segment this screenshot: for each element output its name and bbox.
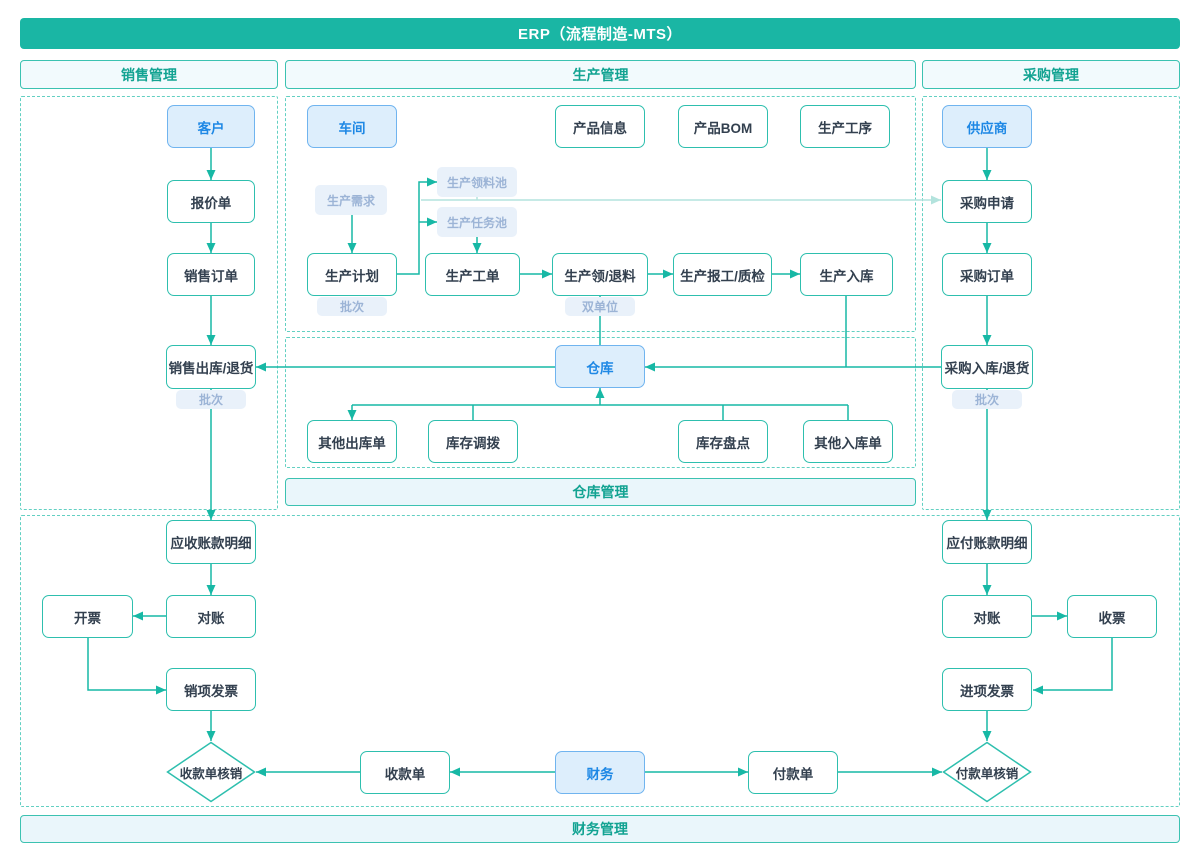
node-other-outbound: 其他出库单 — [307, 420, 397, 463]
diagram-title: ERP（流程制造-MTS） — [20, 18, 1180, 49]
diamond-shape — [942, 741, 1032, 803]
node-purchase-order: 采购订单 — [942, 253, 1032, 296]
finance-section-bar: 财务管理 — [20, 815, 1180, 843]
diamond-label: 收款单核销 — [179, 766, 243, 781]
node-ar-detail: 应收账款明细 — [166, 520, 256, 564]
node-production-report: 生产报工/质检 — [673, 253, 772, 296]
node-purchase-request: 采购申请 — [942, 180, 1032, 223]
node-production-inbound: 生产入库 — [800, 253, 893, 296]
node-production-order: 生产工单 — [425, 253, 520, 296]
badge-material-pool: 生产领料池 — [437, 167, 517, 197]
diamond-shape — [166, 741, 256, 803]
node-production-process: 生产工序 — [800, 105, 890, 148]
node-production-plan: 生产计划 — [307, 253, 397, 296]
node-receipt-writeoff: 收款单核销 — [166, 741, 256, 803]
node-purchase-inbound: 采购入库/退货 — [941, 345, 1033, 389]
production-section-header: 生产管理 — [285, 60, 916, 89]
node-payment: 付款单 — [748, 751, 838, 794]
badge-dual-unit: 双单位 — [565, 297, 635, 316]
flow-edges — [87, 148, 1113, 777]
node-product-bom: 产品BOM — [678, 105, 768, 148]
sales-region-border — [20, 96, 278, 510]
node-workshop: 车间 — [307, 105, 397, 148]
badge-batch-purchase: 批次 — [952, 390, 1022, 409]
purchase-section-header: 采购管理 — [922, 60, 1180, 89]
node-inventory-count: 库存盘点 — [678, 420, 768, 463]
finance-region-border — [20, 515, 1180, 807]
node-sales-order: 销售订单 — [167, 253, 255, 296]
node-production-material: 生产领/退料 — [552, 253, 648, 296]
node-inventory-transfer: 库存调拨 — [428, 420, 518, 463]
node-product-info: 产品信息 — [555, 105, 645, 148]
node-sales-outbound: 销售出库/退货 — [166, 345, 256, 389]
node-finance: 财务 — [555, 751, 645, 794]
node-invoicing: 开票 — [42, 595, 133, 638]
node-payment-writeoff: 付款单核销 — [942, 741, 1032, 803]
node-receipt: 收款单 — [360, 751, 450, 794]
sales-section-header: 销售管理 — [20, 60, 278, 89]
diamond-label: 付款单核销 — [955, 766, 1019, 781]
badge-production-demand: 生产需求 — [315, 185, 387, 215]
node-customer: 客户 — [167, 105, 255, 148]
node-receive-invoice: 收票 — [1067, 595, 1157, 638]
node-reconcile-ar: 对账 — [166, 595, 256, 638]
badge-batch-sales: 批次 — [176, 390, 246, 409]
warehouse-section-bar: 仓库管理 — [285, 478, 916, 506]
node-sales-invoice: 销项发票 — [166, 668, 256, 711]
purchase-region-border — [922, 96, 1180, 510]
node-other-inbound: 其他入库单 — [803, 420, 893, 463]
node-purchase-invoice: 进项发票 — [942, 668, 1032, 711]
node-ap-detail: 应付账款明细 — [942, 520, 1032, 564]
node-quotation: 报价单 — [167, 180, 255, 223]
node-supplier: 供应商 — [942, 105, 1032, 148]
badge-batch-plan: 批次 — [317, 297, 387, 316]
node-warehouse: 仓库 — [555, 345, 645, 388]
node-reconcile-ap: 对账 — [942, 595, 1032, 638]
badge-task-pool: 生产任务池 — [437, 207, 517, 237]
shortage-to-purchase-edge — [421, 195, 941, 205]
